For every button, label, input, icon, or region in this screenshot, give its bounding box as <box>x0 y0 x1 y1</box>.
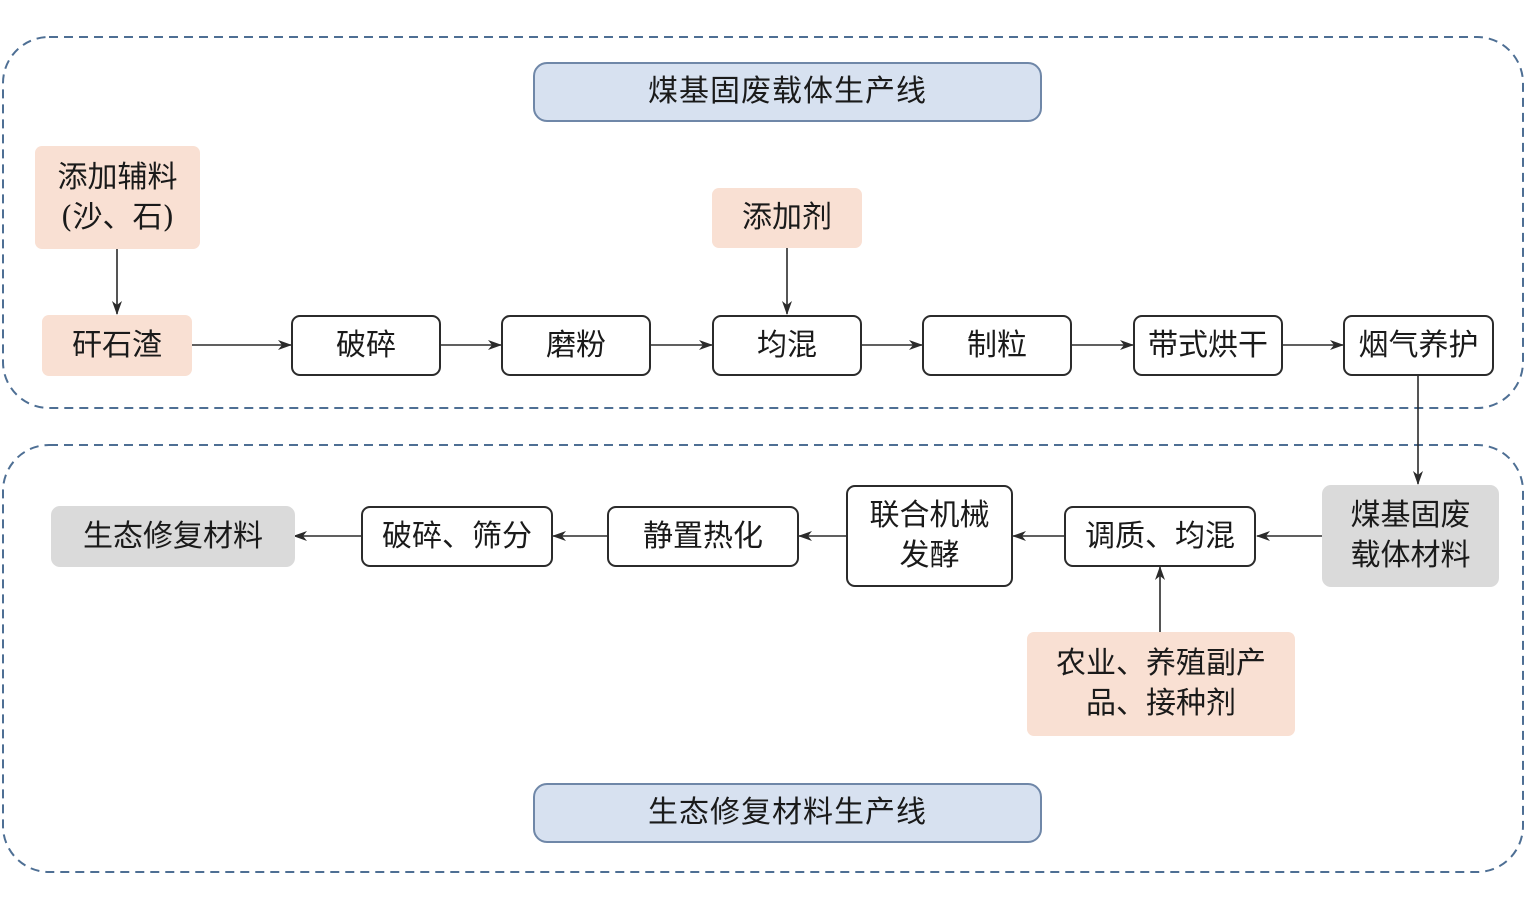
conditioning-mixing-label: 调质、均混 <box>1085 518 1235 554</box>
carrier-material-line-1: 煤基固废 <box>1350 498 1471 533</box>
eco-line-group <box>2 444 1524 873</box>
aux-materials-line-1: 添加辅料 <box>57 159 178 195</box>
agri-byproducts-line-2: 品、接种剂 <box>1086 686 1236 721</box>
belt-drying-step: 带式烘干 <box>1133 315 1283 376</box>
agri-byproducts-node: 农业、养殖副产 品、接种剂 <box>1027 632 1295 736</box>
carrier-material-line-2: 载体材料 <box>1350 538 1471 573</box>
conditioning-mixing-step: 调质、均混 <box>1064 506 1256 567</box>
additive-label: 添加剂 <box>742 200 832 235</box>
crushing-label: 破碎 <box>336 327 396 363</box>
additive-node: 添加剂 <box>712 188 862 248</box>
gangue-slag-label: 矸石渣 <box>72 327 162 363</box>
crushing-screening-step: 破碎、筛分 <box>361 506 553 567</box>
carrier-material-node: 煤基固废 载体材料 <box>1322 485 1499 587</box>
combined-fermentation-line-1: 联合机械 <box>869 498 990 533</box>
mixing-step: 均混 <box>712 315 862 376</box>
belt-drying-label: 带式烘干 <box>1148 327 1268 363</box>
carrier-line-group <box>2 36 1524 409</box>
combined-fermentation-line-2: 发酵 <box>899 538 960 573</box>
grinding-step: 磨粉 <box>501 315 651 376</box>
flue-gas-curing-step: 烟气养护 <box>1343 315 1494 376</box>
flue-gas-curing-label: 烟气养护 <box>1358 327 1479 363</box>
static-heating-step: 静置热化 <box>607 506 799 567</box>
eco-material-label: 生态修复材料 <box>83 518 263 554</box>
mixing-label: 均混 <box>757 327 817 363</box>
combined-fermentation-step: 联合机械 发酵 <box>846 485 1013 587</box>
granulation-step: 制粒 <box>922 315 1072 376</box>
eco-material-node: 生态修复材料 <box>51 506 295 567</box>
eco-line-title-text: 生态修复材料生产线 <box>648 795 927 830</box>
grinding-label: 磨粉 <box>546 327 606 363</box>
eco-line-title: 生态修复材料生产线 <box>533 783 1042 843</box>
carrier-line-title-text: 煤基固废载体生产线 <box>648 74 927 109</box>
gangue-slag-node: 矸石渣 <box>42 315 192 376</box>
static-heating-label: 静置热化 <box>643 518 763 554</box>
granulation-label: 制粒 <box>967 327 1027 363</box>
aux-materials-node: 添加辅料 (沙、石) <box>35 146 200 249</box>
carrier-line-title: 煤基固废载体生产线 <box>533 62 1042 122</box>
aux-materials-line-2: (沙、石) <box>60 199 175 235</box>
crushing-step: 破碎 <box>291 315 441 376</box>
crushing-screening-label: 破碎、筛分 <box>382 518 532 554</box>
agri-byproducts-line-1: 农业、养殖副产 <box>1056 646 1266 681</box>
